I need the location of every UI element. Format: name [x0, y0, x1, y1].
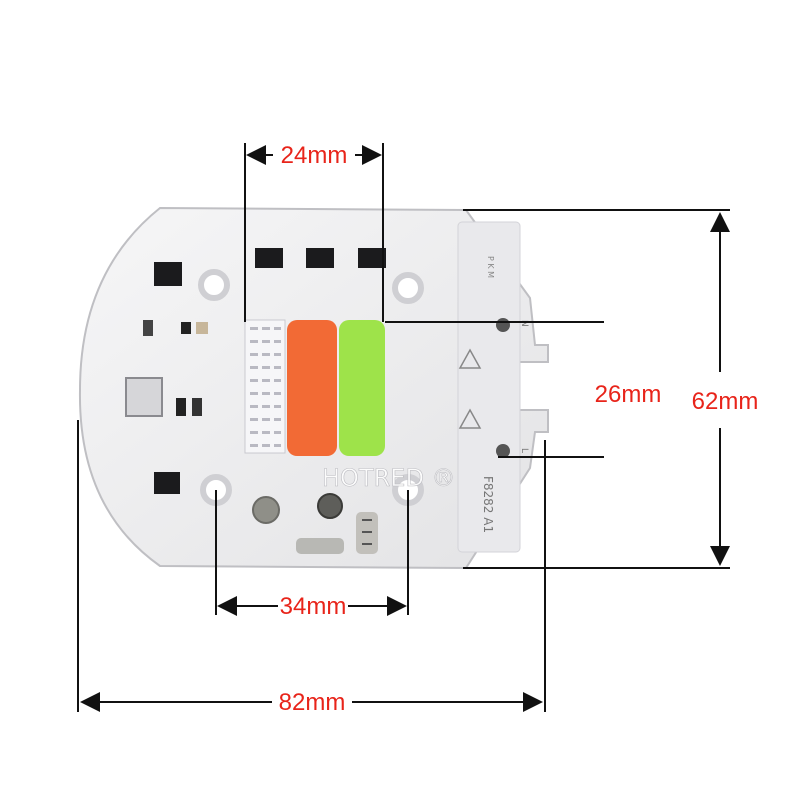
led-red-section — [287, 320, 337, 456]
resistor — [296, 538, 344, 554]
smd-part — [176, 398, 186, 416]
led-die-grid — [250, 327, 281, 447]
brand-watermark: HOTRED ® — [322, 464, 456, 492]
ic-chip — [306, 248, 334, 268]
components — [125, 248, 510, 554]
pad-label-n: N — [519, 320, 529, 327]
rectifier — [125, 377, 163, 417]
dimension-labels: 24mm 34mm 82mm 62mm 26mm — [279, 142, 759, 716]
capacitor — [317, 493, 343, 519]
smd-part — [181, 322, 191, 334]
warning-icon — [458, 408, 482, 429]
dimension-label-chip-width: 24mm — [281, 142, 348, 169]
mounting-hole — [198, 269, 230, 301]
ic-chip — [154, 262, 182, 286]
ic-chip — [255, 248, 283, 268]
dimension-label-hole-spacing: 34mm — [280, 593, 347, 620]
pad-n — [496, 318, 510, 332]
driver-panel — [457, 221, 521, 553]
silkscreen-top-right: P K M — [486, 256, 495, 278]
dimension-label-pad-spacing: 26mm — [595, 381, 662, 408]
mounting-hole — [392, 272, 424, 304]
pad-label-l: L — [519, 448, 529, 453]
dimension-label-board-height: 62mm — [692, 388, 759, 415]
smd-part — [192, 398, 202, 416]
dimension-label-board-width: 82mm — [279, 689, 346, 716]
smd-part — [143, 320, 153, 336]
capacitor — [252, 496, 280, 524]
ic-chip — [154, 472, 180, 494]
pad-l — [496, 444, 510, 458]
dimension-lines — [77, 143, 730, 712]
warning-icon — [458, 348, 482, 369]
led-emitter — [244, 319, 385, 456]
ic-chip — [358, 248, 386, 268]
led-green-section — [339, 320, 385, 456]
smd-part — [196, 322, 208, 334]
board-marking: F8282 A1 — [481, 476, 495, 533]
